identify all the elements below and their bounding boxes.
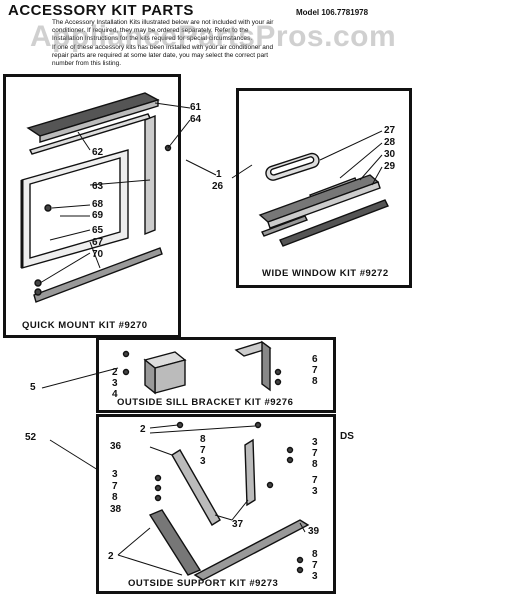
outside-support-kit-label: OUTSIDE SUPPORT KIT #9273 [128, 578, 279, 589]
outside-sill-kit-label: OUTSIDE SILL BRACKET KIT #9276 [117, 397, 294, 408]
window-frame-part [20, 149, 129, 269]
support-screws [154, 421, 304, 574]
callout-61: 61 [190, 102, 202, 113]
callout-68: 68 [92, 199, 104, 210]
wide-window-parts [258, 152, 389, 247]
callout-support-36: 36 [110, 441, 122, 452]
wide-window-kit-label: WIDE WINDOW KIT #9272 [262, 268, 389, 279]
callout-support-7e: 7 [312, 560, 318, 571]
callout-5: 5 [30, 382, 36, 393]
callout-support-38: 38 [110, 504, 122, 515]
callout-support-7a: 7 [200, 445, 206, 456]
outside-support-kit-panel [96, 414, 336, 594]
callout-sill-4: 4 [112, 389, 118, 400]
sill-strip-part [33, 247, 163, 303]
callout-support-3e: 3 [312, 571, 318, 582]
callout-support-8a: 8 [200, 434, 206, 445]
callout-support-7d: 7 [312, 475, 318, 486]
callout-28: 28 [384, 137, 396, 148]
callout-ds: DS [340, 431, 354, 442]
callout-29: 29 [384, 161, 396, 172]
callout-64: 64 [190, 114, 202, 125]
support-arm-part [171, 438, 256, 526]
model-number: Model 106.7781978 [296, 8, 369, 17]
leader-lines-wide-window [319, 130, 383, 186]
wide-window-kit-panel [236, 88, 412, 288]
screw-parts [34, 144, 172, 296]
callout-support-39: 39 [308, 526, 320, 537]
callout-sill-3: 3 [112, 378, 118, 389]
callout-sill-8: 8 [312, 376, 318, 387]
sill-bracket-part [234, 340, 272, 392]
callout-69: 69 [92, 210, 104, 221]
callout-support-3d: 3 [312, 486, 318, 497]
leader-lines-support [117, 424, 306, 576]
callout-support-2b: 2 [108, 551, 114, 562]
callout-1: 1 [216, 169, 222, 180]
callout-67: 67 [92, 237, 104, 248]
callout-support-2a: 2 [140, 424, 146, 435]
support-rail-part [148, 509, 310, 581]
callout-52: 52 [25, 432, 37, 443]
sill-block-part [143, 351, 187, 395]
callout-27: 27 [384, 125, 396, 136]
kit-leader-lines [41, 159, 253, 471]
quick-mount-kit-panel [3, 74, 181, 338]
callout-70: 70 [92, 249, 104, 260]
outside-sill-kit-panel [96, 337, 336, 413]
watermark-text: AppliancePartsPros.com [30, 20, 397, 53]
leader-lines-quick-mount [39, 102, 191, 284]
callout-support-8b: 8 [112, 492, 118, 503]
callout-support-7c: 7 [312, 448, 318, 459]
callout-sill-7: 7 [312, 365, 318, 376]
callout-support-37: 37 [232, 519, 244, 530]
callout-sill-6: 6 [312, 354, 318, 365]
callout-support-8d: 8 [312, 549, 318, 560]
sill-screws [122, 350, 282, 386]
callout-support-3b: 3 [112, 469, 118, 480]
callout-support-8c: 8 [312, 459, 318, 470]
callout-support-3c: 3 [312, 437, 318, 448]
quick-mount-kit-label: QUICK MOUNT KIT #9270 [22, 320, 148, 331]
callout-63: 63 [92, 181, 104, 192]
top-rail-part [26, 92, 160, 143]
intro-text: The Accessory Installation Kits illustra… [52, 19, 274, 68]
callout-30: 30 [384, 149, 396, 160]
callout-support-7b: 7 [112, 481, 118, 492]
page-title: ACCESSORY KIT PARTS [8, 2, 194, 19]
callout-support-3a: 3 [200, 456, 206, 467]
callout-62: 62 [92, 147, 104, 158]
callout-26: 26 [212, 181, 224, 192]
side-channel-part [144, 114, 156, 236]
callout-sill-2: 2 [112, 367, 118, 378]
callout-65: 65 [92, 225, 104, 236]
